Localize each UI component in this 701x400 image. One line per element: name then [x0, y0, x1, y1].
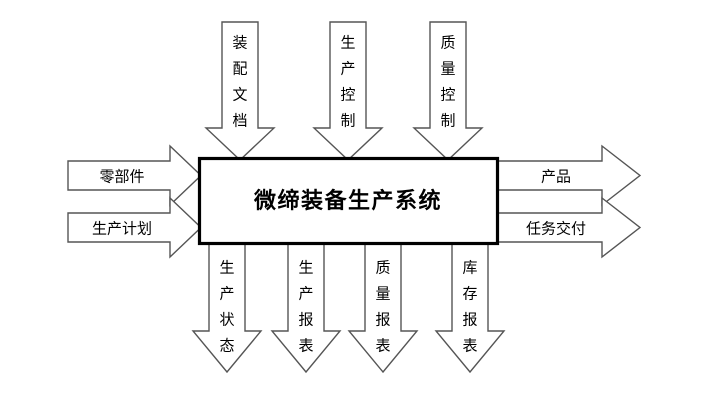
mechanism-arrow-3-char-0: 质: [375, 259, 390, 277]
mechanism-arrow-4-char-2: 报: [462, 311, 477, 329]
output-arrow-2-label: 任务交付: [526, 220, 586, 238]
mechanism-arrow-1-char-2: 状: [219, 311, 234, 329]
process-box-title: 微缔装备生产系统: [253, 188, 442, 214]
mechanism-arrow-1-char-3: 态: [219, 337, 234, 355]
input-arrow-1-shape: [67, 144, 203, 207]
control-arrow-1-char-0: 装: [232, 34, 247, 52]
control-arrow-1-char-2: 文: [232, 86, 247, 104]
control-arrow-2-char-3: 制: [340, 112, 355, 130]
mechanism-arrow-3-char-2: 报: [375, 311, 390, 329]
mechanism-arrow-1-char-1: 产: [219, 285, 234, 303]
control-arrow-3-shape: [412, 21, 484, 161]
mechanism-arrow-3-shape: [347, 243, 419, 374]
control-arrow-1-char-1: 配: [232, 60, 247, 78]
mechanism-arrow-1-char-0: 生: [219, 259, 234, 277]
control-arrow-3-char-2: 控: [440, 86, 455, 104]
control-arrow-1-shape: [204, 21, 276, 161]
output-arrow-1-label: 产品: [541, 168, 571, 186]
control-arrow-1: 装 配 文 档: [204, 21, 276, 161]
output-arrow-1-shape: [497, 144, 642, 207]
control-arrow-1-char-3: 档: [232, 112, 247, 130]
mechanism-arrow-4-char-3: 表: [462, 337, 477, 355]
mechanism-arrow-4-char-0: 库: [462, 259, 477, 277]
mechanism-arrow-2: 生 产 报 表: [270, 243, 342, 374]
mechanism-arrow-2-shape: [270, 243, 342, 374]
mechanism-arrow-2-char-3: 表: [298, 337, 313, 355]
mechanism-arrow-4: 库 存 报 表: [434, 243, 506, 374]
control-arrow-2-char-0: 生: [340, 34, 355, 52]
input-arrow-1-label: 零部件: [99, 168, 144, 186]
output-arrow-2-shape: [497, 196, 642, 259]
input-arrow-2: 生产计划: [67, 196, 203, 259]
process-box-rect: [197, 156, 500, 246]
mechanism-arrow-3-char-1: 量: [375, 285, 390, 303]
output-arrow-2: 任务交付: [497, 196, 642, 259]
control-arrow-3: 质 量 控 制: [412, 21, 484, 161]
control-arrow-3-char-0: 质: [440, 34, 455, 52]
mechanism-arrow-2-char-0: 生: [298, 259, 313, 277]
mechanism-arrow-2-char-1: 产: [298, 285, 313, 303]
input-arrow-1: 零部件: [67, 144, 203, 207]
control-arrow-2-char-2: 控: [340, 86, 355, 104]
control-arrow-2-char-1: 产: [340, 60, 355, 78]
control-arrow-3-char-1: 量: [440, 60, 455, 78]
mechanism-arrow-1: 生 产 状 态: [191, 243, 263, 374]
input-arrow-2-shape: [67, 196, 203, 259]
mechanism-arrow-4-char-1: 存: [462, 285, 477, 303]
input-arrow-2-label: 生产计划: [92, 220, 152, 238]
mechanism-arrow-3-char-3: 表: [375, 337, 390, 355]
process-box: 微缔装备生产系统: [197, 156, 500, 246]
control-arrow-2-shape: [312, 21, 384, 161]
mechanism-arrow-2-char-2: 报: [298, 311, 313, 329]
mechanism-arrow-4-shape: [434, 243, 506, 374]
mechanism-arrow-1-shape: [191, 243, 263, 374]
output-arrow-1: 产品: [497, 144, 642, 207]
control-arrow-2: 生 产 控 制: [312, 21, 384, 161]
mechanism-arrow-3: 质 量 报 表: [347, 243, 419, 374]
control-arrow-3-char-3: 制: [440, 112, 455, 130]
